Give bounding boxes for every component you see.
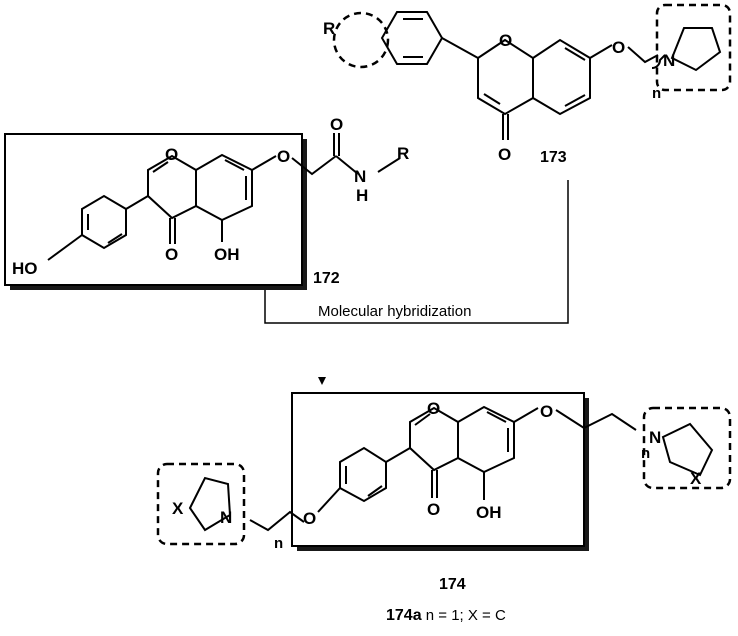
- atom-o-173-ether: O: [612, 38, 625, 57]
- atom-x-174-left: X: [172, 499, 184, 518]
- atom-o-173-carbonyl: O: [498, 145, 511, 164]
- compound-174a-id: 174a: [386, 607, 422, 624]
- down-arrowhead: [318, 377, 326, 385]
- atom-n-173-nitrogen: N: [663, 51, 675, 70]
- atom-o-173-ring: O: [499, 31, 512, 50]
- pyrrolidine-highlight-174-right: [642, 406, 732, 490]
- atom-r-172: R: [397, 144, 409, 163]
- atom-o-174-ether-right: O: [540, 402, 553, 421]
- atom-o-172-amide: O: [330, 115, 343, 134]
- atom-o-174-ring: O: [427, 399, 440, 418]
- atom-o-172-ring: O: [165, 145, 178, 164]
- compound-label-172: 172: [313, 270, 340, 287]
- atom-n-172: N: [354, 167, 366, 186]
- compound-172-structure: [47, 133, 401, 261]
- compound-174a-caption: 174a n = 1; X = C: [386, 607, 506, 624]
- compound-label-174: 174: [439, 576, 466, 593]
- atom-o-172-ether: O: [277, 147, 290, 166]
- pyrrolidine-highlight-173: [655, 3, 732, 92]
- atom-n-index-174-right: n: [641, 445, 650, 462]
- atom-n-173-index: n: [652, 85, 661, 102]
- compound-label-173: 173: [540, 149, 567, 166]
- atom-x-174-right: X: [690, 469, 702, 488]
- atom-oh-172: OH: [214, 245, 240, 264]
- hybridization-bracket: [264, 180, 569, 324]
- r-substituent-highlight: [332, 11, 390, 69]
- compound-174-structure: [188, 405, 714, 532]
- atom-n-174-right: N: [649, 428, 661, 447]
- compound-172-box: [4, 133, 303, 286]
- atom-o-174-ether-left: O: [303, 509, 316, 528]
- atom-oh-174: OH: [476, 503, 502, 522]
- atom-r-173: R: [323, 19, 335, 38]
- pyrrolidine-highlight-174-left: [156, 462, 246, 546]
- atom-o-174-carbonyl: O: [427, 500, 440, 519]
- atom-n-174-left: N: [220, 508, 232, 527]
- arrow-label: Molecular hybridization: [318, 303, 471, 320]
- atom-o-172-carbonyl: O: [165, 245, 178, 264]
- compound-174a-desc: n = 1; X = C: [422, 607, 506, 624]
- atom-h-172: H: [356, 186, 368, 205]
- atom-ho-172: HO: [12, 259, 38, 278]
- compound-173-structure: [380, 11, 722, 140]
- atom-n-index-174-left: n: [274, 535, 283, 552]
